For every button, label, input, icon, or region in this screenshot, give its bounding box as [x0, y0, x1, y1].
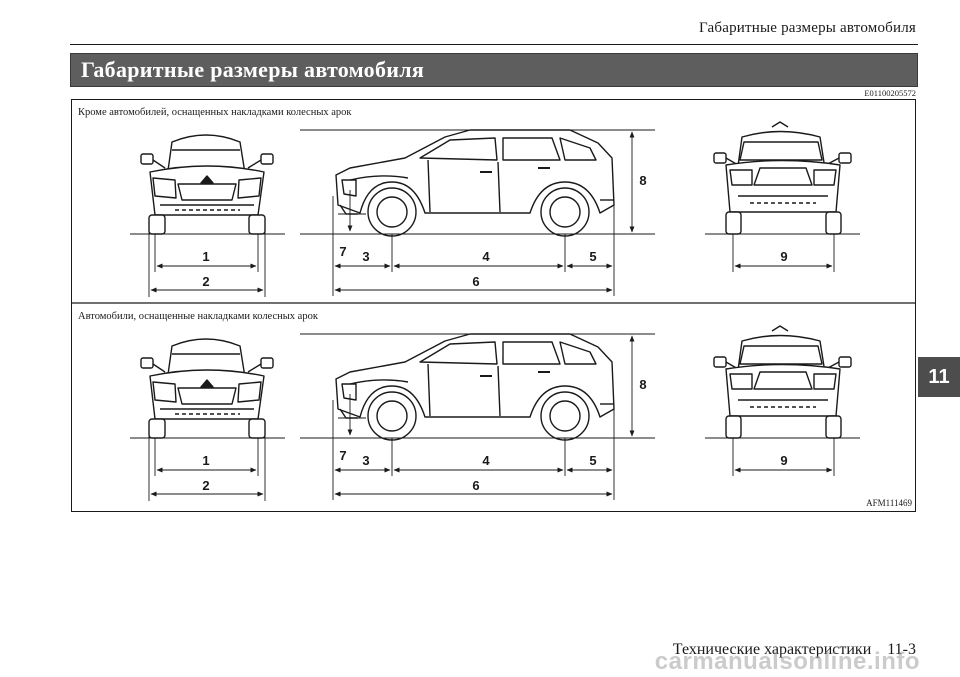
dim-label-9-top: 9	[780, 249, 787, 264]
rear-view-bottom	[713, 325, 852, 439]
panel-top: 1 2 3 4 5 6 7 8 9	[130, 121, 860, 297]
side-view-bottom	[335, 333, 615, 441]
dim-label-1-bottom: 1	[202, 453, 209, 468]
dim-label-2-top: 2	[202, 274, 209, 289]
dim-label-9-bottom: 9	[780, 453, 787, 468]
dim-label-4-bottom: 4	[482, 453, 490, 468]
front-view-top	[140, 134, 274, 235]
figure-code: AFM111469	[866, 498, 912, 508]
dim-label-6-top: 6	[472, 274, 479, 289]
front-view-bottom	[140, 338, 274, 439]
side-view-top	[335, 129, 615, 237]
dim-label-3-bottom: 3	[362, 453, 369, 468]
footer-chapter-title: Технические характеристики	[672, 641, 872, 658]
dim-label-3-top: 3	[362, 249, 369, 264]
header-rule	[70, 44, 918, 45]
section-title-bar: Габаритные размеры автомобиля	[70, 53, 918, 87]
page-footer: Технические характеристики 11-3	[673, 641, 916, 659]
dim-label-1-top: 1	[202, 249, 209, 264]
figure-frame	[71, 99, 916, 512]
panel-caption-bottom: Автомобили, оснащенные накладками колесн…	[78, 311, 318, 322]
dim-label-7-top: 7	[339, 244, 346, 259]
dim-label-5-bottom: 5	[589, 453, 596, 468]
dim-label-5-top: 5	[589, 249, 596, 264]
rear-view-top	[713, 121, 852, 235]
panel-bottom: 1 2 3 4 5 6 7 8 9	[130, 325, 860, 501]
dim-label-8-bottom: 8	[639, 377, 646, 392]
page-number: 11-3	[887, 641, 916, 658]
section-title: Габаритные размеры автомобиля	[81, 57, 425, 82]
section-ref-code: E01100205572	[864, 88, 916, 98]
panel-caption-top: Кроме автомобилей, оснащенных накладками…	[78, 107, 352, 118]
dim-label-2-bottom: 2	[202, 478, 209, 493]
dim-label-8-top: 8	[639, 173, 646, 188]
watermark: carmanualsonline.info	[654, 648, 920, 675]
dim-label-4-top: 4	[482, 249, 490, 264]
dim-label-7-bottom: 7	[339, 448, 346, 463]
running-header: Габаритные размеры автомобиля	[699, 20, 916, 36]
dim-label-6-bottom: 6	[472, 478, 479, 493]
chapter-tab: 11	[918, 357, 960, 397]
